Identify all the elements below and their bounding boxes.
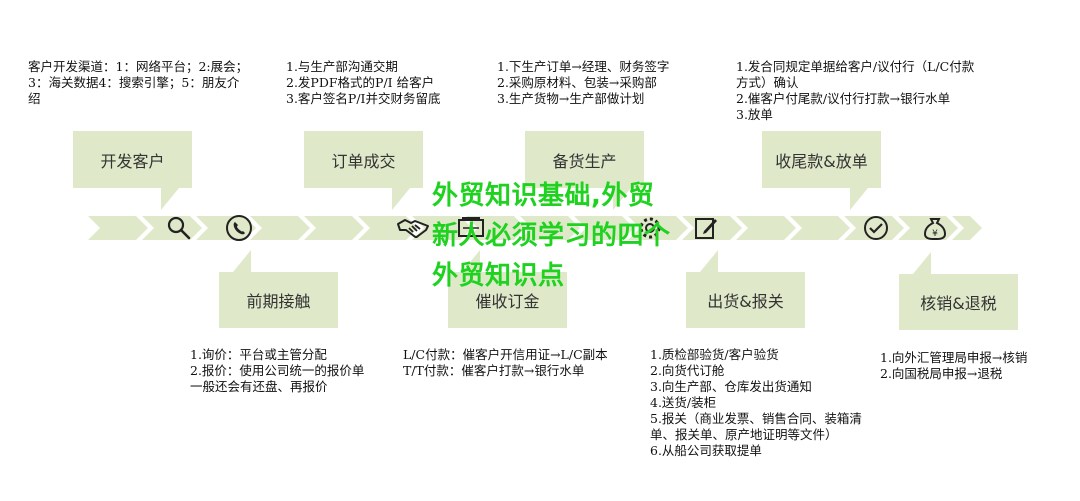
stage-develop-customer: 开发客户: [73, 131, 192, 210]
stage-label: 出货&报关: [707, 292, 784, 311]
chevron-segment: [520, 216, 580, 240]
chevron-segment: [466, 216, 526, 240]
chevron-segment: [844, 216, 904, 240]
stage-deposit: 催收订金: [448, 250, 567, 328]
gear-icon: [639, 217, 661, 239]
chevron-segment: [790, 216, 850, 240]
stage-label: 收尾款&放单: [775, 151, 868, 171]
phone-icon: [226, 215, 252, 241]
note-order-deal: 1.与生产部沟通交期 2.发PDF格式的P/I 给客户 3.客户签名P/I并交财…: [286, 59, 441, 106]
watermark-title: 外贸知识基础,外贸新人必须学习的四个外贸知识点: [432, 181, 671, 291]
stage-label: 备货生产: [552, 151, 617, 171]
chevron-segment: [88, 216, 148, 240]
note-verification-refund: 1.向外汇管理局申报→核销 2.向国税局申报→退税: [880, 350, 1028, 381]
stage-final-payment: 收尾款&放单: [762, 131, 881, 210]
stage-label: 催收订金: [475, 292, 540, 311]
chevron-segment: [574, 216, 634, 240]
edit-icon: [695, 218, 717, 239]
money-icon: [458, 217, 484, 237]
note-initial-contact: 1.询价：平台或主管分配 2.报价：使用公司统一的报价单 一般还会有还盘、再报价: [190, 347, 365, 394]
chevron-segment: [250, 216, 310, 240]
stage-label: 开发客户: [100, 151, 165, 171]
note-production: 1.下生产订单→经理、财务签字 2.采购原材料、包装→采购部 3.生产货物→生产…: [497, 59, 670, 106]
stage-initial-contact: 前期接触: [219, 250, 338, 328]
stage-order-deal: 订单成交: [304, 131, 423, 210]
search-icon: [167, 216, 191, 240]
note-develop-customer: 客户开发渠道：1：网络平台；2:展会； 3：海关数据4：搜索引擎；5：朋友介 绍: [28, 59, 249, 106]
chevron-segment: [142, 216, 202, 240]
stage-verification-refund: 核销&退税: [899, 252, 1018, 330]
svg-text:¥: ¥: [932, 229, 938, 239]
stage-label: 订单成交: [331, 151, 396, 171]
check-icon: [864, 216, 888, 240]
money-bag-icon: ¥: [923, 218, 947, 240]
stage-label: 核销&退税: [920, 294, 997, 313]
chevron-segment: [736, 216, 796, 240]
handshake-icon: [397, 219, 429, 238]
stage-shipping-customs: 出货&报关: [686, 250, 805, 328]
chevron-segment: [952, 216, 982, 240]
stage-label: 前期接触: [246, 292, 311, 311]
note-shipping-customs: 1.质检部验货/客户验货 2.向货代订舱 3.向生产部、仓库发出货通知 4.送货…: [650, 347, 862, 458]
note-deposit: L/C付款：催客户开信用证→L/C副本 T/T付款：催客户打款→银行水单: [403, 347, 608, 378]
stage-production: 备货生产: [525, 131, 644, 210]
chevron-segment: [304, 216, 364, 240]
note-final-payment: 1.发合同规定单据给客户/议付行（L/C付款 方式）确认 2.催客户付尾款/议付…: [736, 59, 975, 122]
chevron-segment: [412, 216, 472, 240]
